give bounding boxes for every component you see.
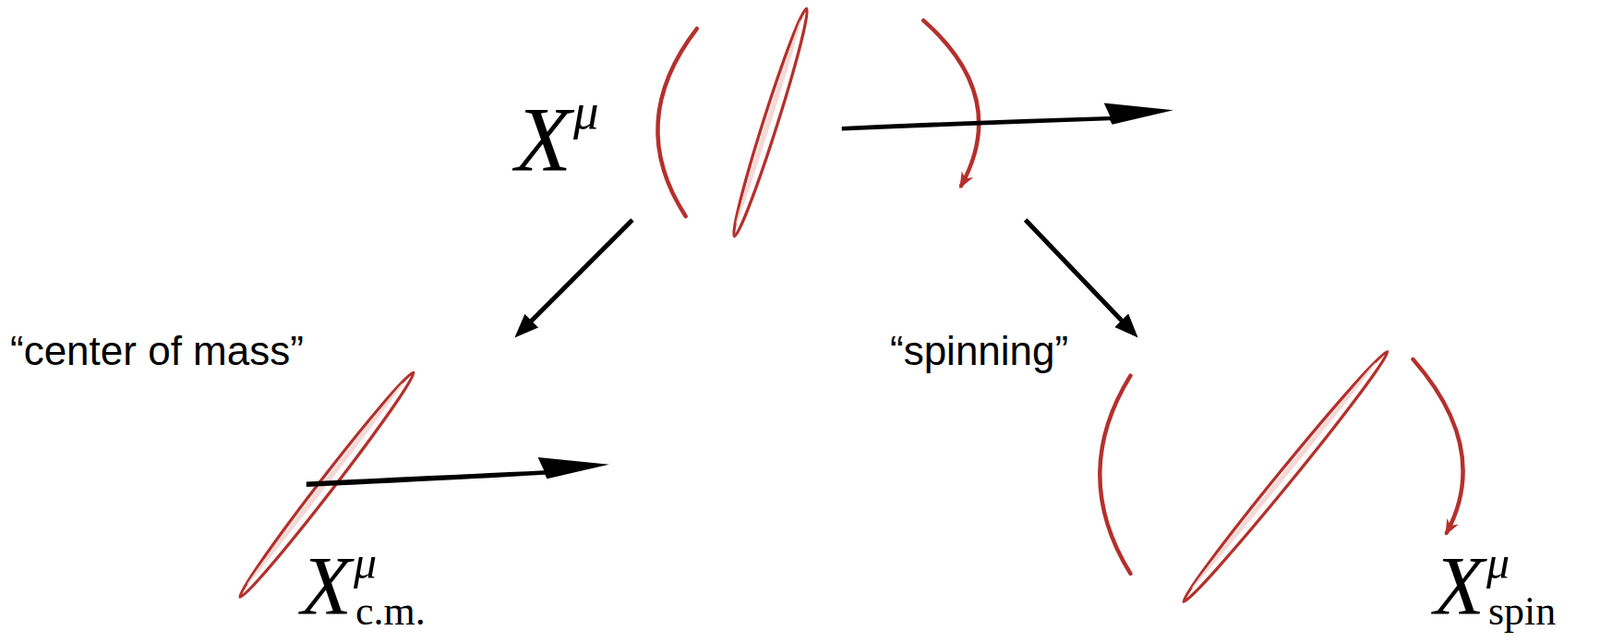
string-shading xyxy=(733,18,804,225)
string-full-motion xyxy=(657,6,1173,239)
symbol-letter: X xyxy=(300,544,352,628)
rotation-arc xyxy=(923,20,979,186)
index-stack: μ xyxy=(571,93,600,137)
index-superscript: μ xyxy=(573,85,600,137)
decomposition-arrow xyxy=(528,219,633,325)
symbol-label: Xμc.m. xyxy=(300,544,426,632)
string-loop xyxy=(1178,347,1394,606)
rotation-arc xyxy=(1412,359,1463,533)
symbol-label: Xμ xyxy=(515,93,600,186)
symbol-letter: X xyxy=(1433,544,1485,628)
symbol-label: Xμspin xyxy=(1433,544,1556,632)
index-stack: μc.m. xyxy=(351,544,426,632)
index-superscript: μ xyxy=(353,539,377,586)
motion-arrow xyxy=(306,457,610,487)
index-subscript: spin xyxy=(1488,590,1556,632)
string-spin-motion xyxy=(1099,347,1463,606)
index-stack: μspin xyxy=(1484,544,1556,632)
index-superscript: μ xyxy=(1486,539,1510,586)
rotation-arc xyxy=(657,28,698,217)
string-cm-motion xyxy=(234,368,610,602)
index-subscript: c.m. xyxy=(355,590,426,632)
edge-label: “spinning” xyxy=(890,330,1069,372)
string-figure: Xμc.m. xyxy=(229,336,623,638)
motion-arrow xyxy=(842,103,1174,132)
string-figure: Xμspin xyxy=(1076,336,1594,638)
string-loop xyxy=(727,6,814,239)
edge-label: “center of mass” xyxy=(10,330,304,372)
rotation-arc xyxy=(1099,375,1131,574)
string-shading xyxy=(1190,360,1379,590)
decomposition-arrow xyxy=(1025,219,1126,325)
string-figure: Xμ xyxy=(510,10,1184,220)
symbol-letter: X xyxy=(515,93,572,186)
